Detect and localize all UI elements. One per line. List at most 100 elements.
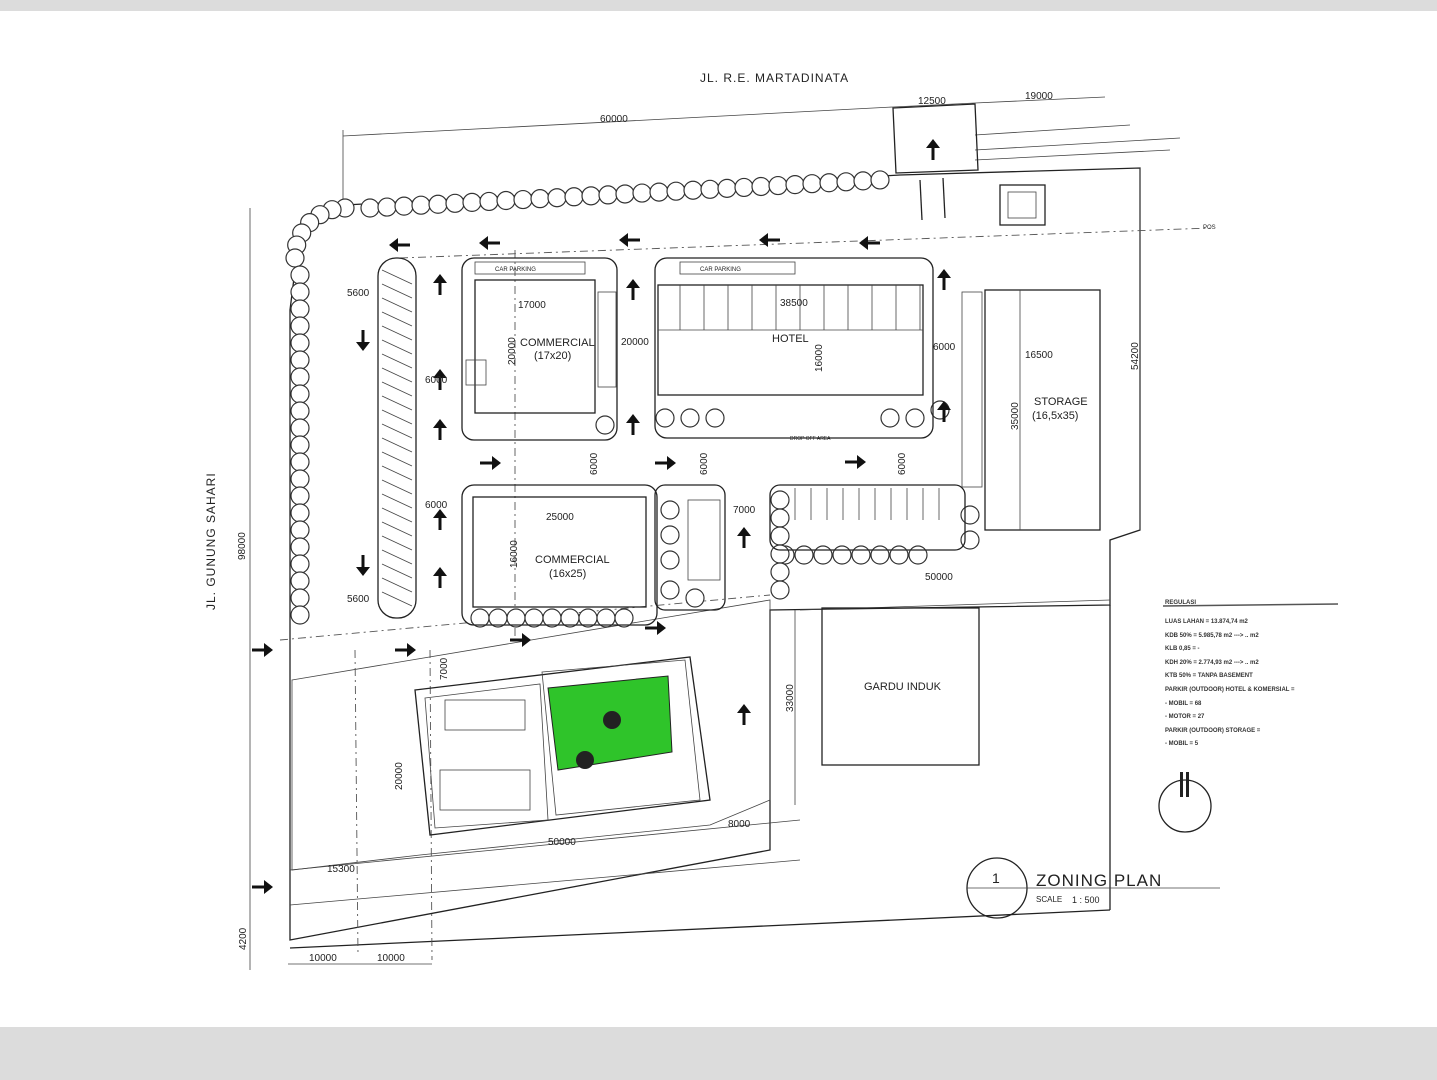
arrow-up-icon [737, 527, 751, 548]
arrow-left-icon [759, 233, 780, 247]
arrow-left-icon [479, 236, 500, 250]
svg-text:8000: 8000 [728, 819, 751, 830]
tree-icon [290, 282, 310, 302]
gardu-induk: GARDU INDUK 33000 [785, 607, 980, 805]
tree-icon [290, 537, 310, 557]
tree-icon [513, 189, 533, 210]
arrow-up-icon [737, 704, 751, 725]
tree-icon [660, 525, 680, 545]
svg-text:5600: 5600 [347, 288, 370, 299]
svg-text:16000: 16000 [814, 344, 825, 372]
tree-icon [428, 194, 448, 214]
svg-text:(16x25): (16x25) [549, 568, 586, 580]
parking-stall [381, 297, 413, 313]
arrow-down-icon [356, 330, 370, 351]
parking-stall [381, 339, 413, 355]
commercial-building-2: 25000 16000 COMMERCIAL (16x25) [461, 484, 658, 626]
arrow-down-icon [356, 555, 370, 576]
tree-icon [479, 191, 499, 212]
arrow-right-icon [510, 633, 531, 647]
tree-icon [530, 189, 550, 209]
tree-icon [649, 182, 669, 202]
tree-icon [290, 299, 310, 319]
svg-text:33000: 33000 [785, 684, 796, 712]
tree-icon [880, 408, 900, 428]
tree-icon [290, 503, 310, 523]
tree-icon [411, 195, 431, 215]
svg-text:10000: 10000 [309, 953, 337, 964]
tree-icon [290, 520, 310, 540]
tree-icon [960, 530, 980, 550]
svg-text:CAR PARKING: CAR PARKING [495, 267, 536, 273]
title-block: 1 ZONING PLAN SCALE 1 : 500 [966, 857, 1220, 919]
tree-icon [462, 192, 482, 212]
storage-building: 16500 35000 STORAGE (16,5x35) [961, 289, 1101, 531]
tree-icon [377, 197, 397, 217]
svg-text:SCALE: SCALE [1036, 895, 1062, 904]
parking-stall [381, 311, 413, 327]
svg-text:KDB 50% = 5.985,78 m2 ---> ..: KDB 50% = 5.985,78 m2 ---> .. m2 [1165, 633, 1259, 639]
parking-stall [381, 465, 413, 481]
tree-icon [578, 608, 598, 628]
tree-icon [290, 401, 310, 421]
arrow-up-icon [433, 567, 447, 588]
hotel-label: HOTEL [772, 333, 809, 345]
tree-icon [290, 469, 310, 489]
tree-icon [290, 367, 310, 387]
tree-icon [290, 384, 310, 404]
tree-icon [285, 248, 305, 268]
tree-icon [734, 177, 754, 198]
svg-text:50000: 50000 [548, 837, 576, 848]
arrow-up-icon [626, 414, 640, 435]
svg-text:17000: 17000 [518, 300, 546, 311]
svg-text:15300: 15300 [327, 864, 355, 875]
svg-text:6000: 6000 [425, 500, 448, 511]
tree-icon [290, 554, 310, 574]
svg-text:25000: 25000 [546, 512, 574, 523]
arrow-right-icon [655, 456, 676, 470]
tree-icon [960, 505, 980, 525]
parking-stall [381, 591, 413, 607]
svg-text:KDH 20% = 2.774,93 m2 ---> ..: KDH 20% = 2.774,93 m2 ---> .. m2 [1165, 660, 1259, 666]
svg-text:GARDU INDUK: GARDU INDUK [864, 681, 942, 693]
arrow-right-icon [395, 643, 416, 657]
tree-icon [770, 508, 790, 528]
tree-icon [802, 174, 822, 194]
tree-icon [290, 486, 310, 506]
svg-text:16500: 16500 [1025, 350, 1053, 361]
tree-icon [889, 545, 909, 565]
svg-text:98000: 98000 [237, 532, 248, 560]
arrow-right-icon [645, 621, 666, 635]
svg-text:6000: 6000 [589, 452, 600, 475]
tree-icon [770, 562, 790, 582]
svg-text:(17x20): (17x20) [534, 350, 571, 362]
arrow-right-icon [252, 643, 273, 657]
tree-icon [683, 180, 703, 200]
tree-icon [564, 187, 584, 207]
svg-text:7000: 7000 [439, 657, 450, 680]
tree-icon [770, 526, 790, 546]
tree-icon [685, 588, 705, 608]
parking-stall [381, 437, 413, 453]
tree-icon [717, 178, 737, 198]
entrance-gate [892, 103, 979, 174]
parking-stall [381, 549, 413, 565]
svg-text:60000: 60000 [600, 114, 628, 125]
tree-icon [290, 452, 310, 472]
svg-text:50000: 50000 [925, 572, 953, 583]
svg-text:1: 1 [992, 870, 1000, 886]
svg-text:6000: 6000 [699, 452, 710, 475]
svg-text:KTB 50% = TANPA BASEMENT: KTB 50% = TANPA BASEMENT [1165, 673, 1253, 679]
tree-icon [751, 176, 771, 197]
traffic-arrows [252, 139, 951, 894]
parking-stall [381, 325, 413, 341]
tree-icon [768, 175, 788, 196]
arrow-right-icon [480, 456, 501, 470]
arrow-up-icon [433, 509, 447, 530]
tree-icon [290, 588, 310, 608]
tree-icon [290, 333, 310, 353]
regulation-legend: REGULASI LUAS LAHAN = 13.874,74 m2 KDB 5… [1162, 600, 1339, 747]
svg-text:10000: 10000 [377, 953, 405, 964]
svg-text:PARKIR (OUTDOOR) STORAGE =: PARKIR (OUTDOOR) STORAGE = [1165, 728, 1261, 734]
svg-text:PARKIR (OUTDOOR) HOTEL & KOMER: PARKIR (OUTDOOR) HOTEL & KOMERSIAL = [1165, 687, 1295, 693]
